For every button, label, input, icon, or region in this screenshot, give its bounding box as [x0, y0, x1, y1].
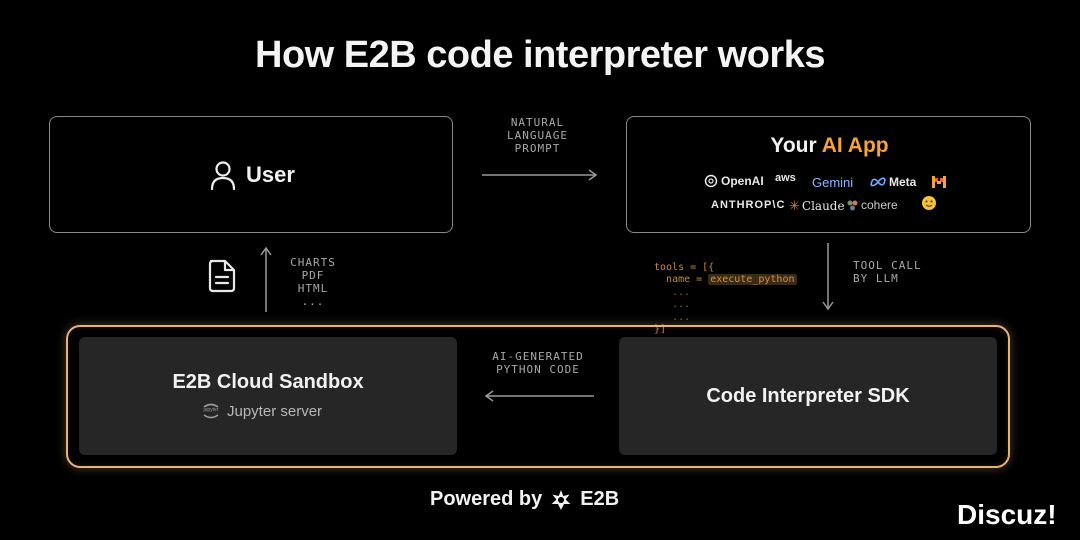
gemini-logo: Gemini [812, 175, 854, 190]
cohere-logo: cohere [847, 198, 898, 212]
openai-logo: OpenAI [704, 174, 764, 188]
prompt-label: NATURAL LANGUAGE PROMPT [507, 116, 568, 155]
huggingface-icon [921, 195, 937, 211]
claude-star-icon: ✳ [789, 198, 800, 213]
aws-logo: aws [775, 172, 796, 184]
user-icon [210, 161, 236, 191]
sandbox-title: E2B Cloud Sandbox [172, 371, 364, 393]
e2b-cloud-sandbox-box: E2B Cloud Sandbox jupyter Jupyter server [79, 337, 457, 455]
mistral-icon [932, 175, 946, 188]
claude-logo: ✳ Claude [789, 198, 845, 213]
anthropic-logo: ANTHROP\C [711, 199, 786, 211]
e2b-logo-icon [551, 489, 571, 510]
footer-brand: E2B [580, 488, 620, 510]
cohere-icon [847, 200, 858, 210]
user-label: User [246, 162, 295, 187]
jupyter-icon: jupyter [201, 401, 221, 421]
tool-call-label: TOOL CALL BY LLM [853, 259, 922, 285]
sandbox-subtitle: Jupyter server [227, 402, 323, 420]
sandbox-frame [66, 325, 1010, 468]
output-label: CHARTS PDF HTML ... [290, 256, 336, 308]
sdk-title: Code Interpreter SDK [706, 385, 910, 407]
tool-call-arrow [822, 243, 834, 311]
code-interpreter-sdk-box: Code Interpreter SDK [619, 337, 997, 455]
output-arrow [260, 246, 272, 312]
openai-icon [704, 174, 718, 188]
watermark: Discuz! [957, 499, 1057, 530]
ai-app-box: Your AI App OpenAI aws Gemini Meta ANTHR… [626, 116, 1031, 233]
ai-app-title: Your AI App [770, 134, 889, 157]
tool-code-snippet: tools = [{ name = execute_python ... ...… [654, 261, 797, 335]
code-arrow [484, 390, 594, 402]
footer: Powered by E2B [430, 488, 619, 511]
code-label: AI-GENERATED PYTHON CODE [492, 350, 584, 376]
footer-prefix: Powered by [430, 488, 543, 510]
tool-name-value: execute_python [708, 274, 797, 285]
prompt-arrow [482, 169, 598, 181]
user-box: User [49, 116, 453, 233]
document-icon [206, 258, 238, 294]
jupyter-server-row: jupyter Jupyter server [201, 401, 322, 421]
meta-logo: Meta [870, 175, 916, 189]
page-title: How E2B code interpreter works [255, 34, 825, 76]
jupyter-icon-text: jupyter [203, 407, 219, 413]
meta-icon [870, 177, 886, 187]
